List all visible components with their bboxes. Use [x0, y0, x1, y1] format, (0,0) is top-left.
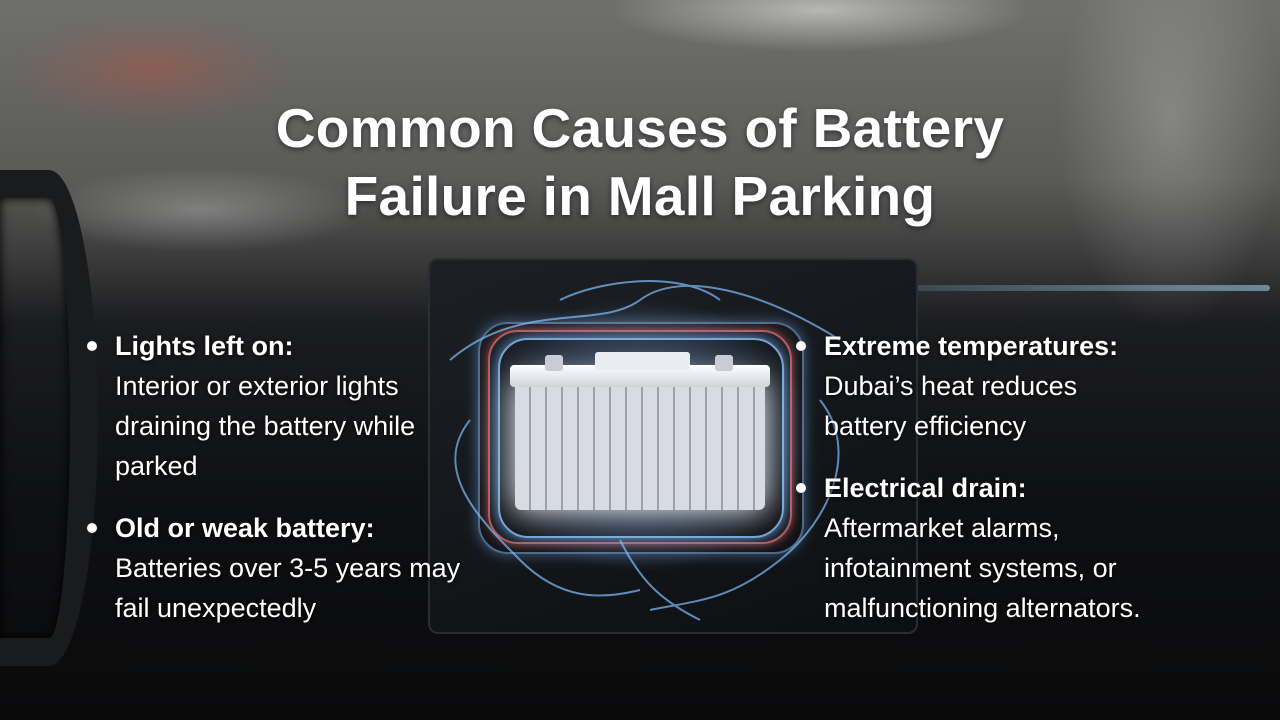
cause-description: Batteries over 3-5 years may fail unexpe… — [115, 553, 461, 623]
bullet-icon — [87, 523, 97, 533]
dashboard-ambient-light — [900, 285, 1270, 291]
cause-description: Aftermarket alarms, infotainment systems… — [824, 513, 1141, 623]
left-causes-list: Lights left on: Interior or exterior lig… — [85, 326, 485, 650]
battery-cap — [595, 352, 690, 370]
cause-title: Lights left on: — [115, 331, 294, 361]
cause-title: Electrical drain: — [824, 473, 1027, 503]
bullet-icon — [87, 341, 97, 351]
glow-frame-outer — [478, 322, 804, 554]
battery-terminal-negative — [545, 355, 563, 371]
bullet-icon — [796, 341, 806, 351]
cause-title: Old or weak battery: — [115, 513, 375, 543]
battery-terminal-positive — [715, 355, 733, 371]
battery-lid — [510, 365, 770, 387]
glow-frame-blue — [498, 338, 784, 538]
cause-title: Extreme temperatures: — [824, 331, 1119, 361]
cause-item: Old or weak battery: Batteries over 3-5 … — [85, 508, 485, 628]
glow-frame-red — [488, 330, 792, 544]
cause-item: Electrical drain: Aftermarket alarms, in… — [794, 468, 1214, 628]
cause-item: Lights left on: Interior or exterior lig… — [85, 326, 485, 486]
cause-item: Extreme temperatures: Dubai’s heat reduc… — [794, 326, 1214, 446]
battery-icon — [515, 380, 765, 510]
cause-description: Dubai’s heat reduces battery efficiency — [824, 371, 1078, 441]
bullet-icon — [796, 483, 806, 493]
right-causes-list: Extreme temperatures: Dubai’s heat reduc… — [794, 326, 1214, 650]
cause-description: Interior or exterior lights draining the… — [115, 371, 416, 481]
